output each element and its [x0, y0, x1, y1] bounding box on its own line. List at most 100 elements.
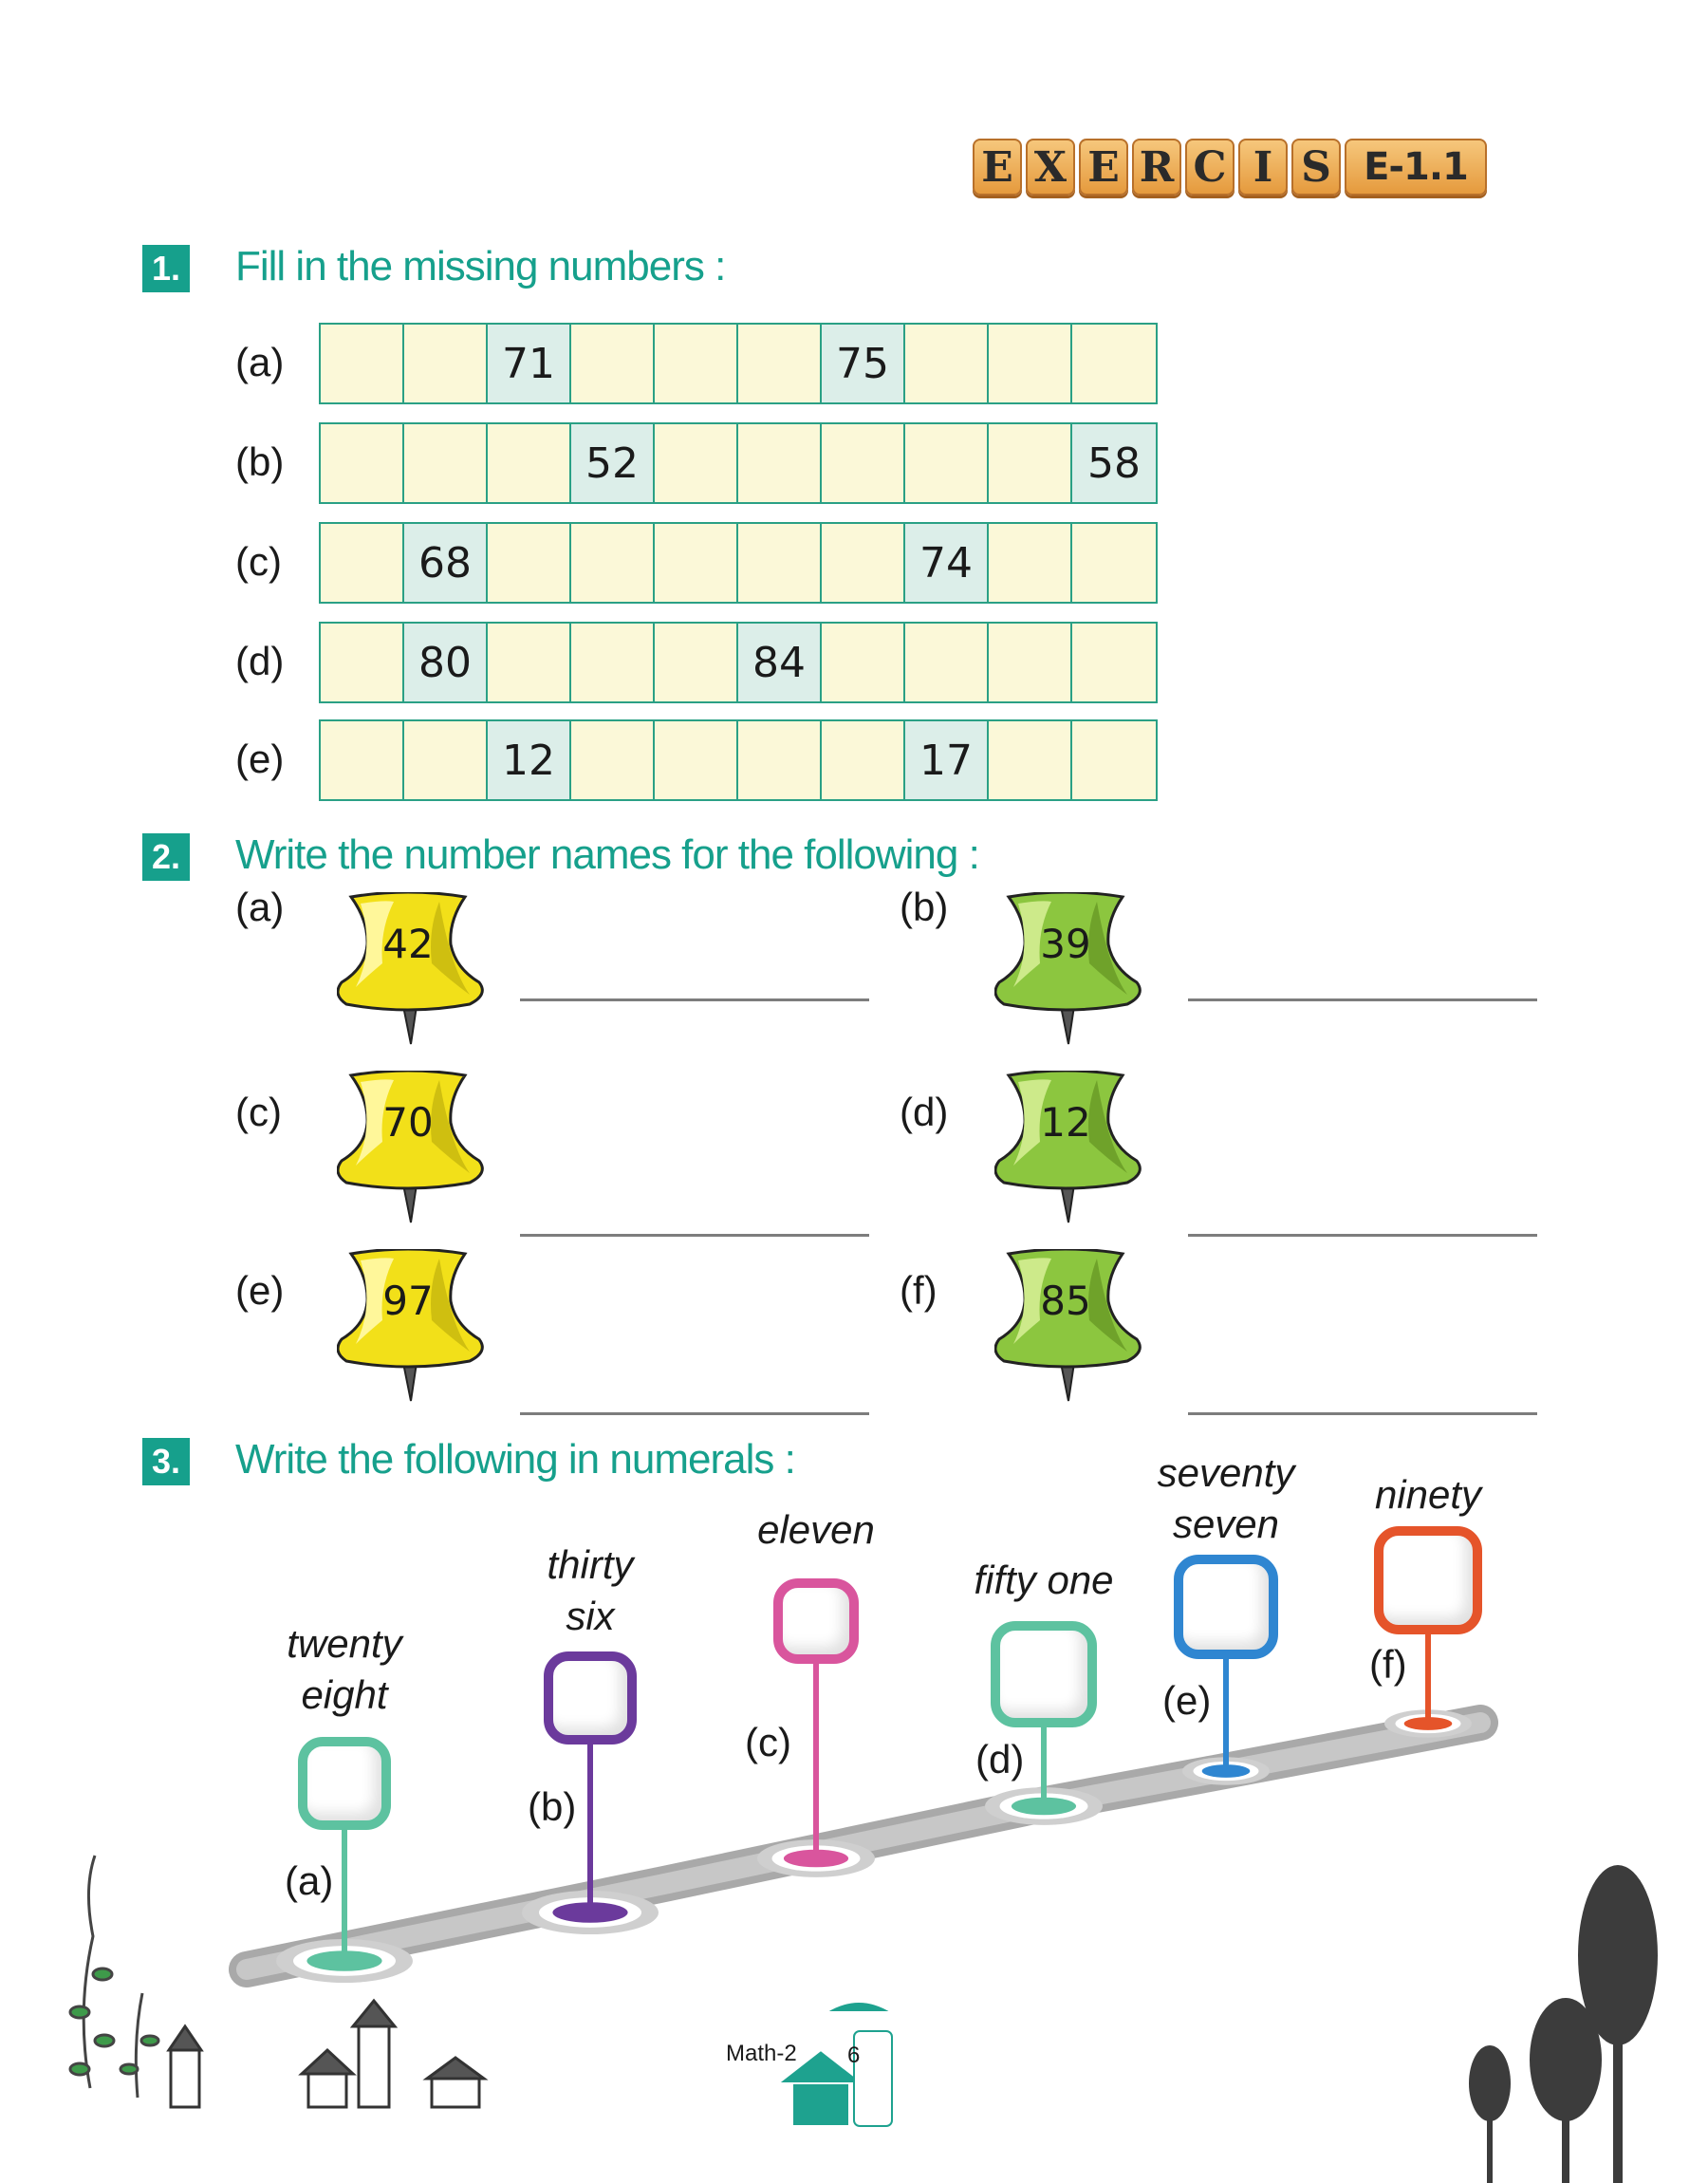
blank-number-cell[interactable]: [822, 721, 905, 799]
push-pin-icon: 70: [336, 1069, 503, 1232]
answer-line[interactable]: [1188, 1234, 1537, 1237]
given-number-cell: 71: [488, 325, 571, 402]
q2-item-label: (e): [235, 1268, 285, 1313]
blank-number-cell[interactable]: [989, 524, 1072, 602]
numeral-answer-box[interactable]: [773, 1578, 859, 1664]
blank-number-cell[interactable]: [738, 325, 822, 402]
blank-number-cell[interactable]: [321, 624, 404, 701]
q1-row-label: (a): [235, 340, 285, 384]
blank-number-cell[interactable]: [738, 424, 822, 502]
vine-decoration: [68, 1855, 160, 2099]
blank-number-cell[interactable]: [404, 721, 488, 799]
footer-book-name: Math-2: [726, 2041, 797, 2066]
post-base: [1182, 1757, 1270, 1785]
numeral-answer-box[interactable]: [544, 1651, 637, 1745]
blank-number-cell[interactable]: [905, 624, 989, 701]
number-word-line: ninety: [1374, 1472, 1482, 1517]
footer-page-number: 6: [847, 2043, 861, 2068]
push-pin-icon: 42: [336, 890, 503, 1054]
blank-number-cell[interactable]: [321, 424, 404, 502]
pin-number: 12: [1040, 1099, 1091, 1146]
blank-number-cell[interactable]: [321, 524, 404, 602]
blank-number-cell[interactable]: [655, 721, 738, 799]
blank-number-cell[interactable]: [989, 721, 1072, 799]
numeral-answer-box[interactable]: [991, 1621, 1097, 1727]
given-number-cell: 17: [905, 721, 989, 799]
question-1-number: 1.: [142, 245, 190, 292]
blank-number-cell[interactable]: [488, 424, 571, 502]
exercise-letter: I: [1238, 139, 1288, 196]
number-word-line: seven: [1172, 1502, 1280, 1546]
pin-number: 85: [1040, 1278, 1091, 1324]
blank-number-cell[interactable]: [738, 721, 822, 799]
blank-number-cell[interactable]: [905, 424, 989, 502]
given-number-cell: 58: [1072, 424, 1156, 502]
pin-number: 39: [1040, 921, 1091, 967]
given-number-cell: 52: [571, 424, 655, 502]
q3-item-label: (f): [1369, 1642, 1407, 1687]
q1-row-label: (c): [235, 539, 282, 584]
number-word-line: twenty: [287, 1621, 402, 1666]
blank-number-cell[interactable]: [989, 325, 1072, 402]
post-base: [276, 1938, 413, 1984]
given-number-cell: 84: [738, 624, 822, 701]
blank-number-cell[interactable]: [571, 325, 655, 402]
blank-number-cell[interactable]: [571, 524, 655, 602]
blank-number-cell[interactable]: [655, 524, 738, 602]
blank-number-cell[interactable]: [571, 624, 655, 701]
post-stick: [813, 1660, 819, 1858]
blank-number-cell[interactable]: [822, 624, 905, 701]
post-base: [757, 1839, 875, 1877]
answer-line[interactable]: [520, 1234, 869, 1237]
given-number-cell: 80: [404, 624, 488, 701]
blank-number-cell[interactable]: [822, 424, 905, 502]
answer-line[interactable]: [1188, 998, 1537, 1001]
post-stick: [1425, 1631, 1431, 1724]
numeral-answer-box[interactable]: [1174, 1555, 1278, 1659]
blank-number-cell[interactable]: [321, 325, 404, 402]
answer-line[interactable]: [520, 1412, 869, 1415]
blank-number-cell[interactable]: [822, 524, 905, 602]
q1-number-row: 80 84: [319, 622, 1158, 703]
exercise-letter: E: [1079, 139, 1128, 196]
push-pin-icon: 97: [336, 1247, 503, 1410]
blank-number-cell[interactable]: [655, 624, 738, 701]
question-3-number: 3.: [142, 1438, 190, 1485]
q2-item-label: (f): [900, 1268, 938, 1313]
q3-item-label: (e): [1162, 1678, 1212, 1723]
numeral-answer-box[interactable]: [1374, 1526, 1482, 1634]
answer-line[interactable]: [1188, 1412, 1537, 1415]
post-stick: [1223, 1655, 1229, 1771]
exercise-letter: C: [1185, 139, 1235, 196]
q1-row-label: (d): [235, 639, 285, 683]
blank-number-cell[interactable]: [655, 325, 738, 402]
number-word-line: seventy: [1157, 1450, 1295, 1495]
post-base: [985, 1787, 1103, 1825]
q2-item-label: (d): [900, 1090, 949, 1134]
blank-number-cell[interactable]: [488, 524, 571, 602]
blank-number-cell[interactable]: [989, 424, 1072, 502]
q1-number-row: 52 58: [319, 422, 1158, 504]
blank-number-cell[interactable]: [321, 721, 404, 799]
q2-item-label: (c): [235, 1090, 282, 1134]
push-pin-icon: 39: [993, 890, 1160, 1054]
blank-number-cell[interactable]: [905, 325, 989, 402]
numeral-answer-box[interactable]: [298, 1737, 391, 1830]
exercise-letter: S: [1291, 139, 1341, 196]
blank-number-cell[interactable]: [989, 624, 1072, 701]
answer-line[interactable]: [520, 998, 869, 1001]
q3-item-label: (b): [528, 1784, 577, 1829]
q3-item-label: (a): [285, 1858, 334, 1903]
blank-number-cell[interactable]: [738, 524, 822, 602]
blank-number-cell[interactable]: [404, 424, 488, 502]
blank-number-cell[interactable]: [488, 624, 571, 701]
blank-number-cell[interactable]: [404, 325, 488, 402]
q1-row-label: (b): [235, 439, 285, 484]
blank-number-cell[interactable]: [571, 721, 655, 799]
blank-number-cell[interactable]: [655, 424, 738, 502]
q3-item-label: (c): [745, 1720, 791, 1764]
